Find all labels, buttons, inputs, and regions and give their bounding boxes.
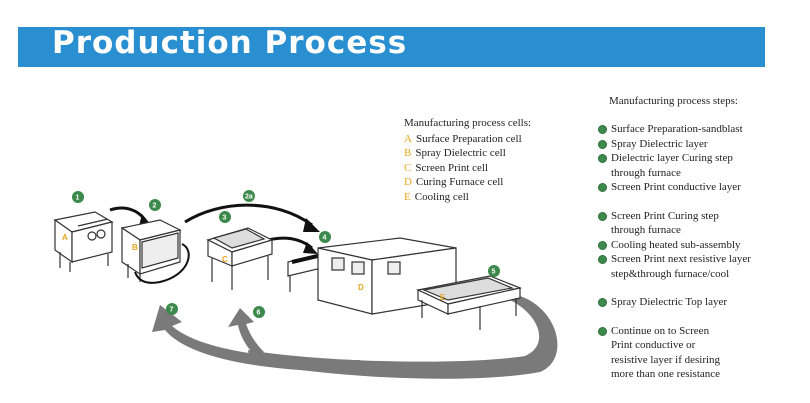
svg-text:3: 3 (223, 215, 227, 222)
svg-text:5: 5 (492, 269, 496, 276)
svg-text:7: 7 (170, 307, 174, 314)
step-item: Surface Preparation-sandblast (598, 122, 798, 137)
cell-letter: E (404, 190, 411, 203)
marker-6: 6 (253, 306, 265, 318)
spacer (598, 310, 798, 324)
step-item: Screen Print conductive layer (598, 180, 798, 195)
svg-text:2: 2 (153, 203, 157, 210)
marker-2: 2 (149, 199, 161, 211)
svg-text:6: 6 (257, 310, 261, 317)
step-item: Dielectric layer Curing step through fur… (598, 151, 798, 180)
title-banner: Production Process (18, 25, 765, 67)
bullet-icon (598, 240, 607, 250)
cell-c-screenprint (206, 227, 274, 290)
svg-text:1: 1 (76, 195, 80, 202)
cell-label: Screen Print cell (415, 161, 489, 174)
cell-label: Surface Preparation cell (415, 132, 522, 145)
step-text: Screen Print Curing step through furnace (611, 209, 719, 237)
step-text: Cooling heated sub-assembly (611, 238, 741, 251)
step-item: Screen Print next resistive layer step&t… (598, 252, 798, 281)
spacer (598, 195, 798, 209)
step-text: Continue on to Screen Print conductive o… (611, 324, 721, 381)
cell-label: Curing Furnace cell (415, 176, 504, 188)
cells-title: Manufacturing process cells: (404, 117, 532, 129)
cell-a-sandblast (53, 211, 114, 272)
bullet-icon (598, 326, 607, 336)
page-title: Production Process (52, 25, 408, 61)
bullet-icon (598, 255, 607, 264)
step-text: Screen Print next resistive layer step&t… (611, 253, 751, 280)
cell-letter: D (404, 176, 412, 188)
cell-letter: A (404, 132, 412, 145)
marker-3: 3 (219, 211, 231, 223)
step-text: Dielectric layer Curing step through fur… (611, 152, 733, 179)
label-b: B (132, 243, 138, 252)
svg-text:4: 4 (323, 235, 327, 242)
step-item: Screen Print Curing step through furnace (598, 209, 798, 238)
cell-e-cooling (416, 275, 523, 330)
cell-letter: B (404, 147, 412, 159)
spacer (598, 281, 798, 295)
marker-2a: 2a (243, 190, 255, 202)
marker-7: 7 (166, 303, 178, 315)
marker-5: 5 (488, 265, 500, 277)
bullet-icon (598, 211, 607, 221)
bullet-icon (598, 154, 607, 163)
process-steps-list: Surface Preparation-sandblast Spray Diel… (598, 122, 798, 382)
marker-1: 1 (72, 191, 84, 203)
bullet-icon (598, 298, 607, 307)
return-arrow (152, 296, 558, 379)
label-a: A (62, 233, 68, 242)
cell-label: Spray Dielectric cell (415, 147, 506, 159)
bullet-icon (598, 183, 607, 192)
bullet-icon (598, 125, 607, 134)
step-text: Spray Dielectric layer (611, 137, 708, 150)
label-e: E (440, 293, 446, 302)
cell-letter: C (404, 161, 412, 174)
bullet-icon (598, 139, 607, 149)
cell-label: Cooling cell (414, 190, 469, 203)
svg-text:2a: 2a (245, 194, 253, 201)
step-text: Surface Preparation-sandblast (611, 123, 743, 135)
marker-4: 4 (319, 231, 331, 243)
step-text: Spray Dielectric Top layer (611, 296, 728, 308)
step-item: Continue on to Screen Print conductive o… (598, 324, 798, 382)
steps-title: Manufacturing process steps: (609, 95, 738, 107)
cell-b-spray (120, 219, 190, 284)
step-item: Cooling heated sub-assembly (598, 238, 798, 253)
step-item: Spray Dielectric Top layer (598, 295, 798, 310)
step-item: Spray Dielectric layer (598, 137, 798, 152)
step-markers: 1 2 2a 3 4 5 6 7 (72, 190, 500, 318)
label-c: C (222, 255, 228, 264)
label-d: D (358, 283, 364, 292)
step-text: Screen Print conductive layer (611, 181, 741, 193)
